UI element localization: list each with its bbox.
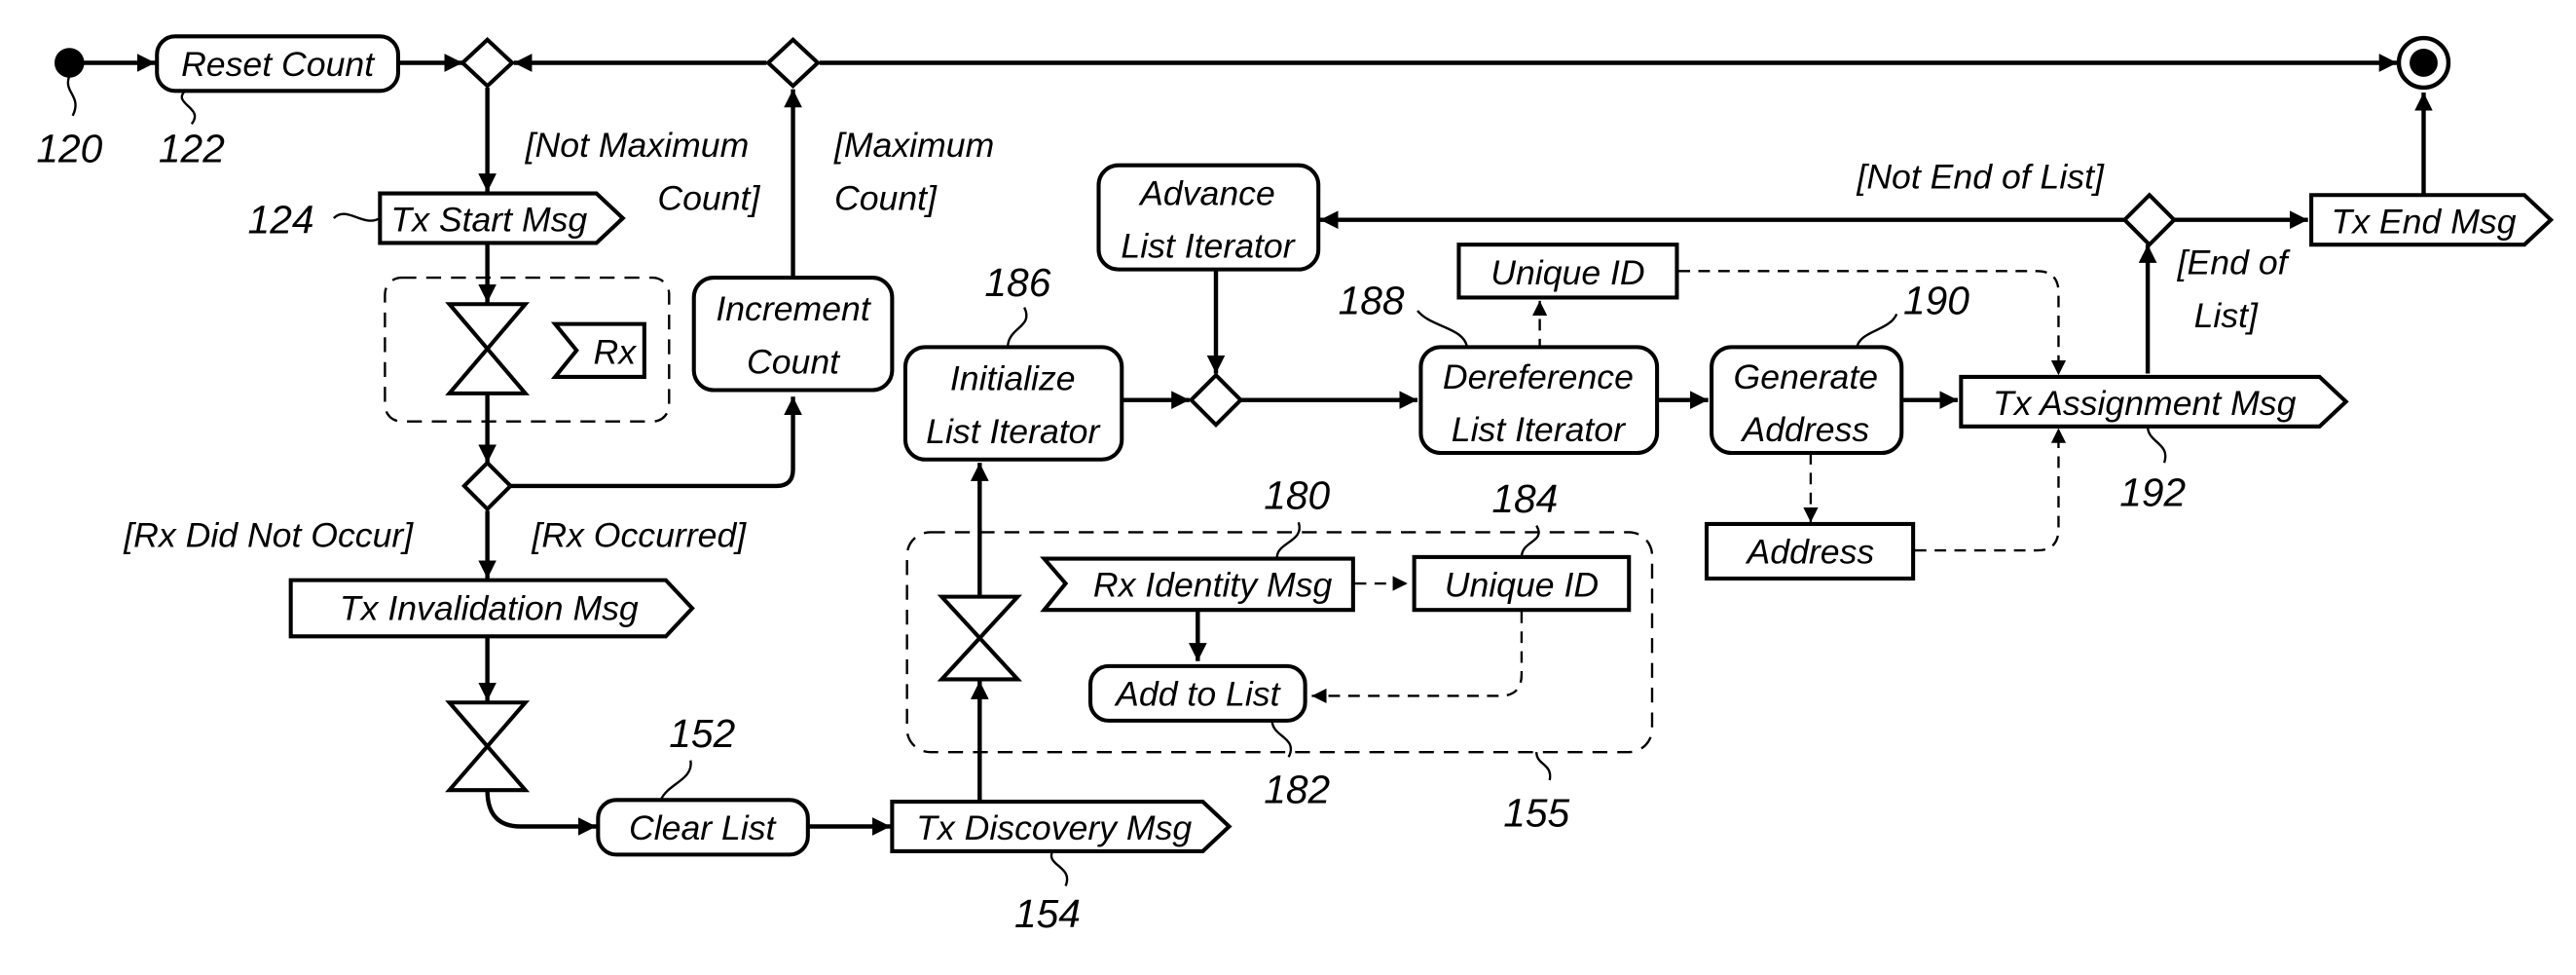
leader-120 — [68, 76, 76, 116]
unique-id-discovery-label: Unique ID — [1445, 566, 1599, 605]
guard-max-line1: [Maximum — [833, 126, 994, 165]
guard-rx-occurred: [Rx Occurred] — [531, 516, 747, 555]
clear-list-label: Clear List — [629, 808, 778, 847]
ref-154: 154 — [1014, 891, 1081, 936]
leader-188 — [1417, 311, 1467, 347]
flow-hourglass-clear — [488, 790, 597, 826]
leader-122 — [182, 91, 195, 124]
decision-diamond-end-of-list — [2124, 195, 2174, 244]
guard-end-of-list-line1: [End of — [2177, 244, 2291, 282]
objflow-uniqueid-addlist — [1311, 612, 1522, 696]
dereference-label-line1: Dereference — [1443, 357, 1634, 396]
leader-154 — [1051, 851, 1067, 886]
tx-start-msg-label: Tx Start Msg — [390, 201, 587, 240]
ref-122: 122 — [159, 126, 225, 170]
generate-label-line1: Generate — [1734, 357, 1879, 396]
ref-155: 155 — [1503, 791, 1569, 836]
merge-diamond-iterator — [1192, 375, 1241, 425]
guard-not-end-of-list: [Not End of List] — [1856, 157, 2105, 196]
guard-max-line2: Count] — [834, 179, 938, 218]
address-label: Address — [1746, 533, 1875, 572]
add-to-list-label: Add to List — [1114, 675, 1281, 714]
flow-rx-occurred — [510, 396, 792, 486]
initial-node — [55, 48, 85, 78]
hourglass-icon-discovery-timer — [941, 597, 1017, 680]
ref-120: 120 — [36, 126, 102, 170]
leader-155 — [1536, 752, 1550, 780]
ref-186: 186 — [984, 260, 1050, 305]
advance-label-line2: List Iterator — [1121, 227, 1296, 266]
tx-discovery-msg-label: Tx Discovery Msg — [916, 808, 1192, 847]
ref-182: 182 — [1264, 768, 1330, 812]
leader-184 — [1522, 526, 1539, 557]
tx-assignment-msg-label: Tx Assignment Msg — [1993, 384, 2297, 423]
rx-identity-msg-label: Rx Identity Msg — [1093, 566, 1333, 605]
reset-count-label: Reset Count — [181, 45, 376, 84]
objflow-address-txassign — [1915, 429, 2059, 551]
hourglass-icon-invalidation-timer — [450, 702, 526, 790]
ref-180: 180 — [1264, 473, 1330, 518]
rx-label: Rx — [594, 332, 638, 371]
guard-end-of-list-line2: List] — [2194, 296, 2259, 335]
initialize-label-line1: Initialize — [950, 358, 1076, 397]
leader-190 — [1857, 314, 1896, 347]
unique-id-assign-label: Unique ID — [1490, 253, 1644, 292]
merge-diamond-1 — [462, 40, 512, 87]
advance-label-line1: Advance — [1138, 173, 1275, 212]
generate-label-line2: Address — [1740, 410, 1869, 449]
leader-186 — [1008, 308, 1026, 348]
leader-192 — [2148, 427, 2165, 463]
hourglass-icon-rx-timer — [450, 304, 526, 394]
ref-190: 190 — [1903, 278, 1969, 322]
guard-not-max-line1: [Not Maximum — [525, 126, 750, 165]
initialize-label-line2: List Iterator — [926, 412, 1101, 451]
dereference-label-line2: List Iterator — [1452, 410, 1627, 449]
guard-not-max-line2: Count] — [657, 179, 760, 218]
ref-184: 184 — [1491, 476, 1558, 521]
final-node — [2410, 49, 2438, 77]
ref-152: 152 — [669, 711, 735, 756]
decision-diamond-rx — [464, 463, 511, 509]
increment-label-line1: Increment — [716, 289, 872, 328]
leader-124 — [334, 214, 381, 221]
decision-diamond-max — [768, 40, 818, 87]
ref-192: 192 — [2119, 469, 2186, 514]
ref-124: 124 — [248, 197, 314, 242]
tx-end-msg-label: Tx End Msg — [2331, 202, 2516, 241]
tx-invalidation-msg-label: Tx Invalidation Msg — [340, 588, 639, 627]
ref-188: 188 — [1339, 278, 1405, 322]
leader-180 — [1277, 522, 1300, 558]
increment-label-line2: Count — [747, 343, 841, 382]
leader-152 — [661, 761, 691, 801]
guard-rx-not-occur: [Rx Did Not Occur] — [123, 516, 414, 555]
